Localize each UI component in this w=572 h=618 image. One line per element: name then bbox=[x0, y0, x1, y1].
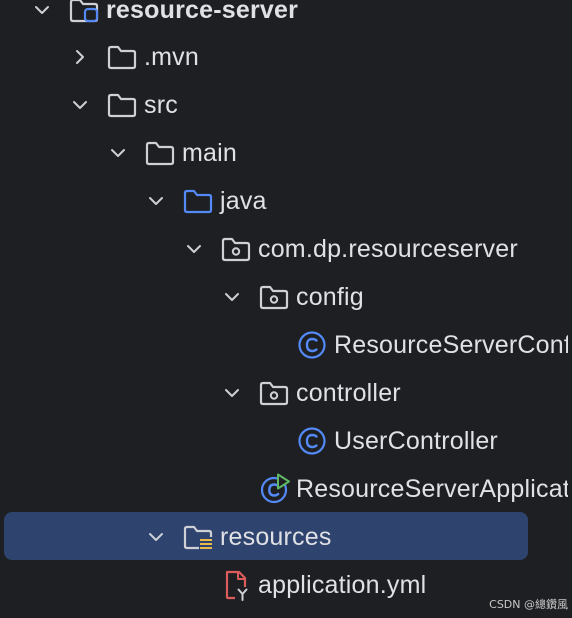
folder-icon bbox=[107, 45, 137, 70]
tree-item-package-root[interactable]: com.dp.resourceserver bbox=[0, 225, 572, 273]
tree-item-config[interactable]: config bbox=[0, 273, 572, 321]
folder-icon bbox=[145, 141, 175, 166]
chevron-down-icon[interactable] bbox=[32, 0, 52, 20]
chevron-right-icon[interactable] bbox=[70, 47, 90, 67]
module-folder-icon bbox=[69, 0, 99, 23]
tree-item-label: src bbox=[144, 91, 178, 119]
tree-item-label: resources bbox=[220, 523, 332, 551]
tree-item-label: ResourceServerApplication bbox=[296, 475, 572, 503]
chevron-down-icon[interactable] bbox=[108, 143, 128, 163]
selection-highlight bbox=[4, 512, 528, 560]
tree-item-label: application.yml bbox=[258, 571, 427, 599]
tree-item-user-controller[interactable]: UserController bbox=[0, 417, 572, 465]
tree-item-label: controller bbox=[296, 379, 401, 407]
tree-item-resource-server-application[interactable]: ResourceServerApplication bbox=[0, 465, 572, 513]
tree-item-application-yml[interactable]: application.yml bbox=[0, 561, 572, 609]
class-icon bbox=[298, 427, 326, 455]
tree-item-java[interactable]: java bbox=[0, 177, 572, 225]
chevron-down-icon[interactable] bbox=[70, 95, 90, 115]
package-icon bbox=[259, 285, 289, 310]
package-icon bbox=[259, 381, 289, 406]
folder-icon bbox=[107, 93, 137, 118]
tree-item-label: main bbox=[182, 139, 237, 167]
tree-item-resource-server-config[interactable]: ResourceServerConfig bbox=[0, 321, 572, 369]
tree-item-label: com.dp.resourceserver bbox=[258, 235, 518, 263]
source-root-folder-icon bbox=[183, 189, 213, 214]
chevron-down-icon[interactable] bbox=[184, 239, 204, 259]
tree-item-src[interactable]: src bbox=[0, 81, 572, 129]
watermark: CSDN @總鑽風 bbox=[489, 598, 568, 611]
tree-item-label: java bbox=[220, 187, 267, 215]
tree-item-resources[interactable]: resources bbox=[0, 513, 572, 561]
chevron-down-icon[interactable] bbox=[146, 191, 166, 211]
tree-item-label: UserController bbox=[334, 427, 498, 455]
chevron-down-icon[interactable] bbox=[146, 527, 166, 547]
package-icon bbox=[221, 237, 251, 262]
tree-item-controller[interactable]: controller bbox=[0, 369, 572, 417]
resources-folder-icon bbox=[183, 525, 213, 550]
tree-item-label: .mvn bbox=[144, 43, 199, 71]
tree-item-mvn[interactable]: .mvn bbox=[0, 33, 572, 81]
scrollbar[interactable] bbox=[568, 0, 572, 618]
yaml-file-icon bbox=[225, 570, 251, 601]
chevron-down-icon[interactable] bbox=[222, 383, 242, 403]
tree-item-resource-server[interactable]: resource-server bbox=[0, 0, 572, 34]
tree-item-label: ResourceServerConfig bbox=[334, 331, 572, 359]
tree-item-label: resource-server bbox=[106, 0, 299, 24]
runnable-class-icon bbox=[260, 473, 290, 504]
tree-item-label: config bbox=[296, 283, 364, 311]
chevron-down-icon[interactable] bbox=[222, 287, 242, 307]
tree-item-main[interactable]: main bbox=[0, 129, 572, 177]
class-icon bbox=[298, 331, 326, 359]
